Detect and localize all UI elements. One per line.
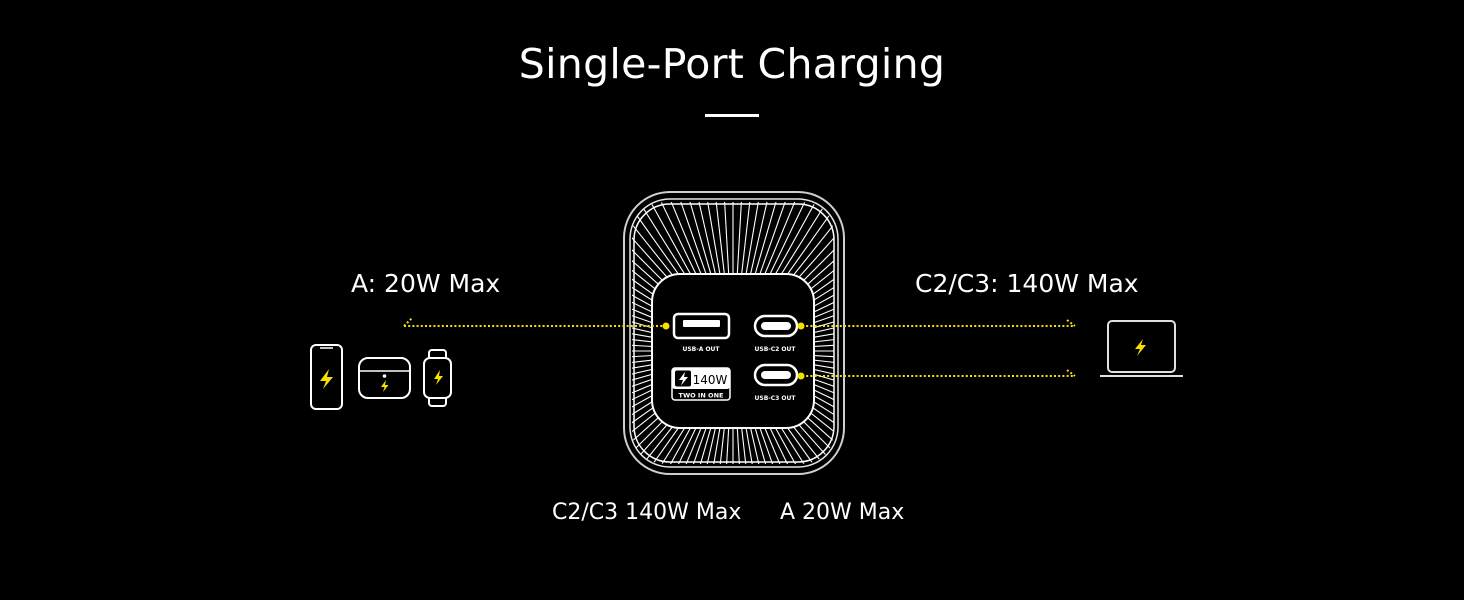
laptop-icon [1100,320,1183,377]
usb-a-port: USB-A OUT [672,312,731,353]
bolt-icon [679,372,688,386]
phone-icon [310,344,343,410]
connector-lines [403,317,1076,377]
power-badge: 140W TWO IN ONE [671,367,731,401]
usb-c3-dot [797,372,805,380]
usb-c-max-label: C2/C3: 140W Max [915,269,1139,298]
usb-c3-port: USB-C3 OUT [753,363,799,402]
usb-c2-caption: USB-C2 OUT [755,346,797,353]
title-divider [705,114,759,117]
smartwatch-icon [423,349,452,407]
usb-a-dot [662,322,670,330]
usb-c3-arrow-head [1066,369,1076,377]
usb-a-caption: USB-A OUT [682,346,720,353]
badge-power: 140W [693,373,728,387]
badge-subtitle: TWO IN ONE [679,392,724,400]
usb-a-arrow-tail [403,317,413,327]
usb-a-max-label: A: 20W Max [351,269,501,298]
bottom-c-max-label: C2/C3 140W Max [552,500,742,525]
page-title: Single-Port Charging [518,40,946,88]
usb-c3-caption: USB-C3 OUT [755,395,797,402]
bottom-a-max-label: A 20W Max [780,500,905,525]
usb-c2-arrow-head [1066,319,1076,327]
earbuds-case-icon [358,357,411,399]
usb-c2-dot [797,322,805,330]
charger-device: USB-A OUT USB-C2 OUT USB-C3 OUT 140W TWO… [623,191,845,475]
usb-c2-port: USB-C2 OUT [753,314,799,353]
